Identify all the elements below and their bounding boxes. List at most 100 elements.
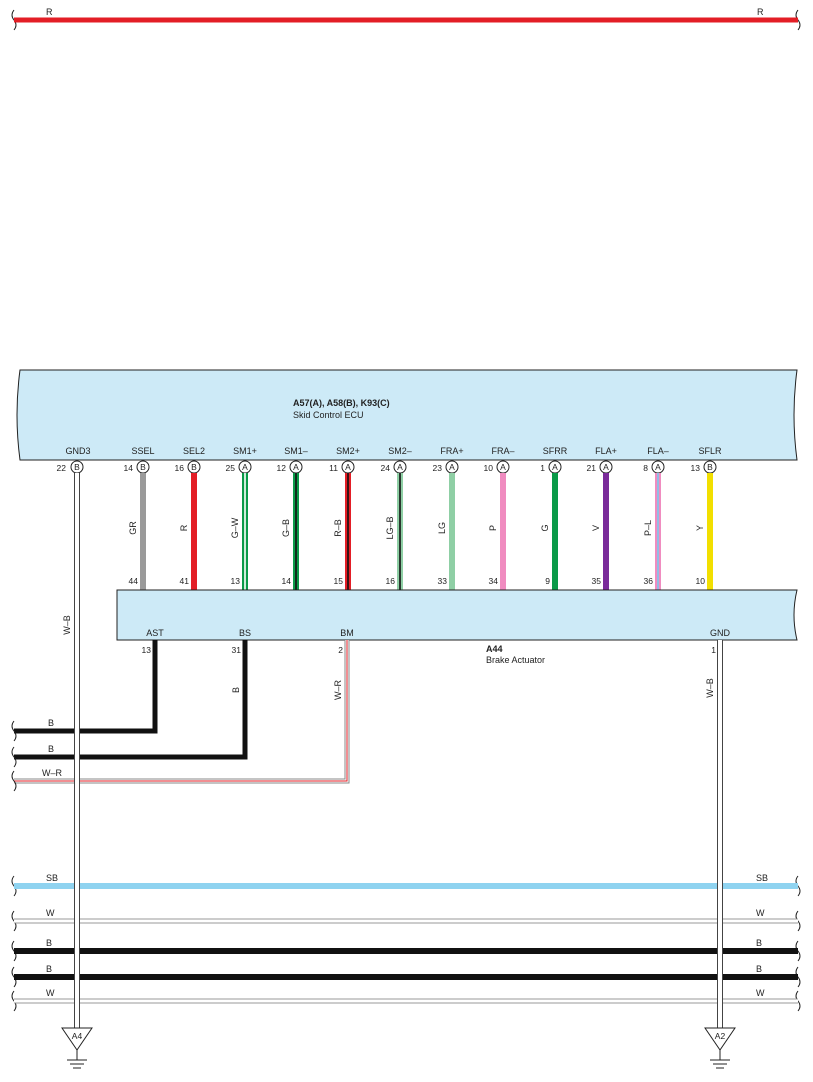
ground-wire-overlay bbox=[74, 473, 80, 1028]
wire-color-code: Y bbox=[695, 525, 705, 531]
actuator-pin-number: 16 bbox=[386, 576, 396, 586]
ecu-pin-label: FRA+ bbox=[440, 446, 463, 456]
ground-wire-overlay bbox=[717, 640, 723, 1028]
ecu-code: A57(A), A58(B), K93(C) bbox=[293, 398, 390, 408]
pin-12: SFLR13BY10SFLR bbox=[691, 446, 722, 604]
ground-a2: A2 bbox=[704, 1027, 736, 1069]
wire-color-code: LG bbox=[437, 522, 447, 534]
ecu-pin-number: 16 bbox=[175, 463, 185, 473]
ecu-pin-label: FLA+ bbox=[595, 446, 617, 456]
ecu-gnd3-pin: 22 bbox=[57, 463, 67, 473]
actuator-gnd-wire-color: W–B bbox=[705, 678, 715, 698]
actuator-gnd-pin: 1 bbox=[711, 645, 716, 655]
ecu-pin-label: SM1+ bbox=[233, 446, 257, 456]
pin-9: SFRR1AG9SFRR bbox=[540, 446, 568, 604]
ecu-name: Skid Control ECU bbox=[293, 410, 364, 420]
wire bbox=[603, 473, 609, 590]
top-wire: R R bbox=[11, 7, 801, 31]
pin-11: FLA–8AP–L36FLA– bbox=[643, 446, 669, 604]
wire bbox=[345, 473, 351, 590]
bus-line-label-left: B bbox=[46, 964, 52, 974]
actuator-bs-label: BS bbox=[239, 628, 251, 638]
left-stub-label-1: B bbox=[48, 718, 54, 728]
left-stub-label-3: W–R bbox=[42, 768, 63, 778]
top-wire-color-left: R bbox=[46, 7, 53, 17]
actuator-pin-number: 41 bbox=[180, 576, 190, 586]
ecu-pin-label: SEL2 bbox=[183, 446, 205, 456]
wire bbox=[293, 473, 299, 590]
connector-letter: A bbox=[345, 462, 351, 472]
actuator-pin-number: 36 bbox=[644, 576, 654, 586]
wire bbox=[707, 473, 713, 590]
wire bbox=[449, 473, 455, 590]
ecu-pin-number: 10 bbox=[484, 463, 494, 473]
bus-line-label-right: B bbox=[756, 964, 762, 974]
actuator-box: A44 Brake Actuator AST BS BM GND bbox=[116, 589, 798, 665]
wire-bm-color: W–R bbox=[333, 680, 343, 701]
ecu-gnd3-label: GND3 bbox=[65, 446, 90, 456]
actuator-pin-number: 9 bbox=[545, 576, 550, 586]
connector-letter: A bbox=[242, 462, 248, 472]
actuator-pin-number: 35 bbox=[592, 576, 602, 586]
actuator-code: A44 bbox=[486, 644, 503, 654]
ecu-to-actuator-wires: SSEL14BGR44SSELSEL216BR41SEL2SM1+25AG–W1… bbox=[124, 446, 722, 604]
actuator-bm-pin: 2 bbox=[338, 645, 343, 655]
wire bbox=[500, 473, 506, 590]
ecu-pin-number: 13 bbox=[691, 463, 701, 473]
ground-a2-id: A2 bbox=[715, 1031, 726, 1041]
connector-letter: B bbox=[707, 462, 713, 472]
wire-bm: W–R bbox=[14, 640, 350, 784]
actuator-pin-number: 33 bbox=[438, 576, 448, 586]
actuator-pin-number: 34 bbox=[489, 576, 499, 586]
wire bbox=[140, 473, 146, 590]
wire-color-code: R–B bbox=[333, 519, 343, 537]
wire-color-code: P–L bbox=[643, 520, 653, 536]
ecu-pin-number: 8 bbox=[643, 463, 648, 473]
wire bbox=[242, 473, 248, 590]
bus-line-label-left: SB bbox=[46, 873, 58, 883]
ecu-pin-label: SFLR bbox=[698, 446, 722, 456]
connector-letter: A bbox=[603, 462, 609, 472]
actuator-ast-pin: 13 bbox=[142, 645, 152, 655]
actuator-name: Brake Actuator bbox=[486, 655, 545, 665]
gnd3-wire-color: W–B bbox=[62, 615, 72, 635]
ecu-pin-number: 12 bbox=[277, 463, 287, 473]
pin-1: SSEL14BGR44SSEL bbox=[124, 446, 155, 604]
wire-color-code: R bbox=[179, 524, 189, 531]
wire-color-code: G bbox=[540, 524, 550, 531]
bus-line-label-left: W bbox=[46, 988, 55, 998]
wire-color-code: P bbox=[488, 525, 498, 531]
ecu-pin-number: 14 bbox=[124, 463, 134, 473]
pin-2: SEL216BR41SEL2 bbox=[175, 446, 205, 604]
ecu-pin-label: FRA– bbox=[491, 446, 514, 456]
connector-letter: A bbox=[449, 462, 455, 472]
wire-color-code: V bbox=[591, 525, 601, 531]
actuator-bm-label: BM bbox=[340, 628, 354, 638]
actuator-pin-number: 14 bbox=[282, 576, 292, 586]
ecu-pin-label: SFRR bbox=[543, 446, 568, 456]
wire-color-code: GR bbox=[128, 521, 138, 535]
left-stubs: B B W–R bbox=[11, 718, 63, 792]
wire bbox=[655, 473, 661, 590]
ecu-pin-label: SM1– bbox=[284, 446, 308, 456]
wire-bs: B bbox=[14, 640, 248, 760]
bus-line-label-left: B bbox=[46, 938, 52, 948]
ecu-box: A57(A), A58(B), K93(C) Skid Control ECU bbox=[16, 369, 798, 461]
wire bbox=[191, 473, 197, 590]
connector-letter: A bbox=[397, 462, 403, 472]
actuator-pin-number: 15 bbox=[334, 576, 344, 586]
wire-ast bbox=[14, 640, 158, 734]
actuator-bs-pin: 31 bbox=[232, 645, 242, 655]
actuator-pin-number: 44 bbox=[129, 576, 139, 586]
